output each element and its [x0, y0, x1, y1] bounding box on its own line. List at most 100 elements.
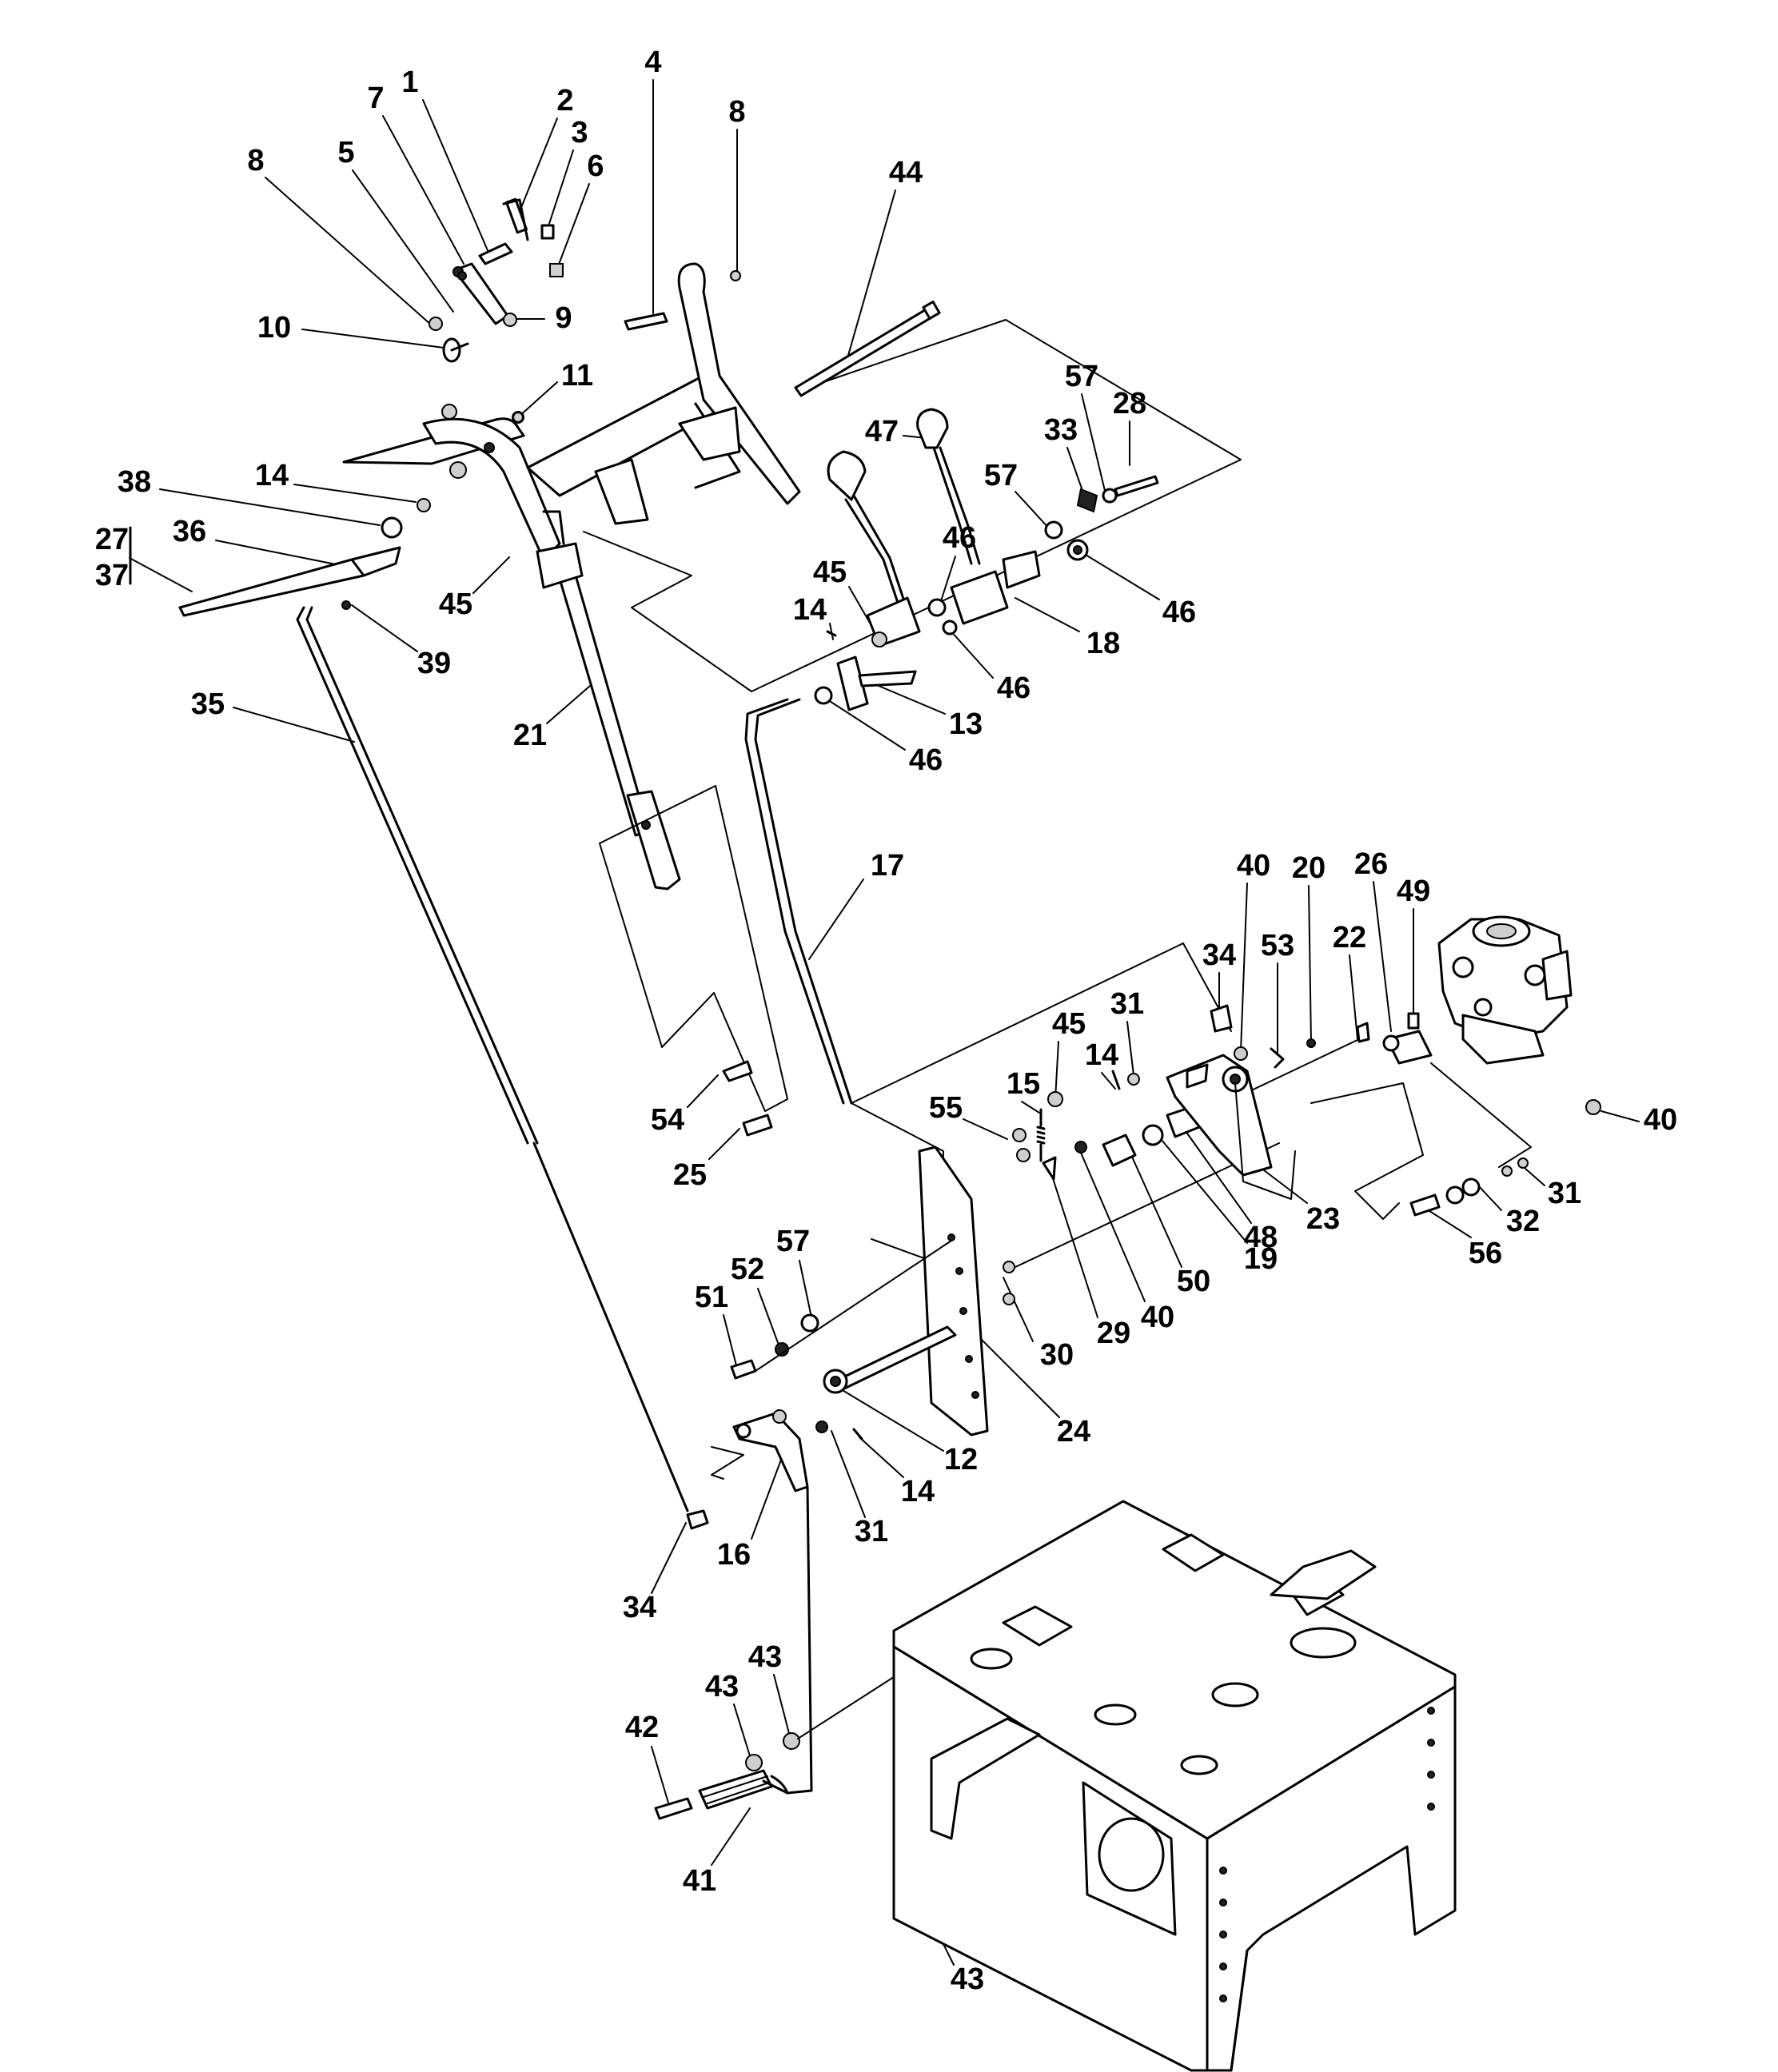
- callout-label-c20: 20: [1292, 851, 1326, 885]
- callout-label-c46d: 46: [909, 743, 943, 777]
- leader-line-c46a: [939, 556, 956, 607]
- callout-label-c6: 6: [587, 149, 604, 183]
- knob-47a: [827, 450, 867, 501]
- callout-label-c17: 17: [871, 849, 904, 883]
- leader-line-c27: [129, 557, 193, 592]
- callout-label-c9: 9: [555, 301, 572, 335]
- callout-label-c54: 54: [651, 1103, 684, 1137]
- pin-1: [478, 242, 513, 265]
- callout-label-c41: 41: [683, 1864, 716, 1898]
- callout-label-c46b: 46: [1162, 596, 1196, 629]
- callout-label-c26: 26: [1354, 847, 1388, 881]
- leader-line-c15: [1021, 1101, 1040, 1114]
- callout-label-c3: 3: [571, 116, 588, 149]
- callout-label-c31b: 31: [1548, 1177, 1581, 1210]
- callout-label-c40a: 40: [1237, 849, 1270, 883]
- left-lever: [178, 498, 431, 617]
- side-plate-24: [918, 1146, 989, 1436]
- callout-label-c44: 44: [889, 156, 923, 189]
- callout-label-c53: 53: [1261, 929, 1294, 962]
- leader-line-c38: [159, 488, 381, 526]
- callout-label-c5: 5: [337, 136, 354, 169]
- leader-line-c7: [382, 115, 464, 265]
- leader-line-c48: [1181, 1125, 1252, 1224]
- callout-label-c8b: 8: [728, 95, 745, 129]
- leader-line-c3: [545, 149, 574, 234]
- callout-label-c49: 49: [1397, 875, 1430, 908]
- leader-line-c36: [215, 540, 353, 568]
- callout-label-c46a: 46: [943, 521, 976, 555]
- leader-line-c21: [546, 685, 591, 724]
- handle-upright: [677, 262, 801, 505]
- leader-line-c6: [556, 183, 590, 269]
- callout-label-c55: 55: [929, 1091, 963, 1125]
- callout-label-c57c: 57: [776, 1225, 810, 1258]
- leader-line-c45c: [1054, 1041, 1059, 1100]
- callout-label-c8a: 8: [247, 144, 264, 177]
- callout-label-c35: 35: [191, 687, 225, 721]
- leader-line-c54: [687, 1074, 719, 1108]
- rod-21: [536, 542, 681, 891]
- leader-line-c12: [836, 1386, 944, 1452]
- leader-line-c43b: [773, 1674, 792, 1743]
- leader-line-c18: [1015, 597, 1080, 632]
- callout-label-c42: 42: [625, 1711, 659, 1744]
- leader-line-c11: [517, 381, 558, 418]
- carburetor: [1310, 915, 1601, 1220]
- callout-label-c50: 50: [1177, 1265, 1210, 1298]
- top-small-parts: [429, 197, 741, 423]
- lever-36: [178, 558, 369, 617]
- callout-label-c16: 16: [717, 1538, 751, 1572]
- callout-label-c52: 52: [731, 1253, 764, 1286]
- plate-23: [1166, 1054, 1296, 1200]
- callout-label-c43a: 43: [705, 1670, 739, 1703]
- leader-line-c39: [351, 604, 418, 652]
- leader-line-c29: [1050, 1173, 1098, 1318]
- callout-label-c40b: 40: [1141, 1301, 1174, 1334]
- callout-label-c10: 10: [257, 311, 291, 345]
- callout-label-c2: 2: [556, 84, 573, 118]
- callout-label-c56: 56: [1469, 1237, 1502, 1270]
- callout-label-c33: 33: [1044, 413, 1078, 447]
- knob-47b: [916, 408, 949, 449]
- callout-label-c46c: 46: [997, 671, 1031, 705]
- leader-line-c32: [1477, 1184, 1502, 1211]
- leader-line-c20: [1308, 885, 1312, 1044]
- callout-label-c40c: 40: [1644, 1103, 1677, 1137]
- callout-label-c29: 29: [1097, 1317, 1130, 1350]
- leader-line-c50: [1130, 1154, 1182, 1268]
- leader-line-c8a: [265, 177, 433, 326]
- leader-line-c57c: [799, 1260, 812, 1318]
- callout-label-c47: 47: [865, 415, 899, 448]
- callout-label-c34b: 34: [623, 1591, 656, 1624]
- callout-label-c38: 38: [118, 465, 151, 499]
- leader-line-c35: [233, 707, 355, 743]
- leader-line-c52: [757, 1288, 780, 1348]
- callout-label-c14c: 14: [1085, 1038, 1118, 1072]
- leader-line-c16: [751, 1452, 784, 1540]
- callout-label-c34a: 34: [1202, 938, 1236, 972]
- leader-line-c31c: [831, 1430, 866, 1518]
- leader-line-c34b: [651, 1522, 687, 1594]
- leader-line-c13: [872, 683, 946, 715]
- leader-line-c46d: [823, 696, 906, 751]
- leader-line-c44: [847, 189, 896, 359]
- callout-label-c39: 39: [417, 647, 451, 680]
- callout-label-c23: 23: [1306, 1202, 1340, 1236]
- callout-label-c12: 12: [944, 1443, 978, 1476]
- callout-label-c11: 11: [561, 359, 593, 392]
- rod-17: [744, 698, 853, 1105]
- callout-label-c48: 48: [1244, 1221, 1278, 1254]
- callout-label-c18: 18: [1086, 627, 1120, 660]
- leader-line-c41: [711, 1807, 751, 1866]
- leader-line-c46c: [949, 629, 994, 679]
- leader-line-c56: [1426, 1209, 1472, 1238]
- callout-label-c30: 30: [1040, 1338, 1074, 1372]
- callout-label-c28: 28: [1113, 387, 1146, 420]
- callout-label-c43c: 43: [951, 1962, 984, 1996]
- callout-label-c19: 19: [1244, 1242, 1278, 1276]
- spring-41: [654, 1485, 943, 1935]
- callout-label-c27: 27: [95, 523, 129, 556]
- leader-line-c46b: [1077, 549, 1160, 600]
- callout-label-c14b: 14: [793, 593, 827, 627]
